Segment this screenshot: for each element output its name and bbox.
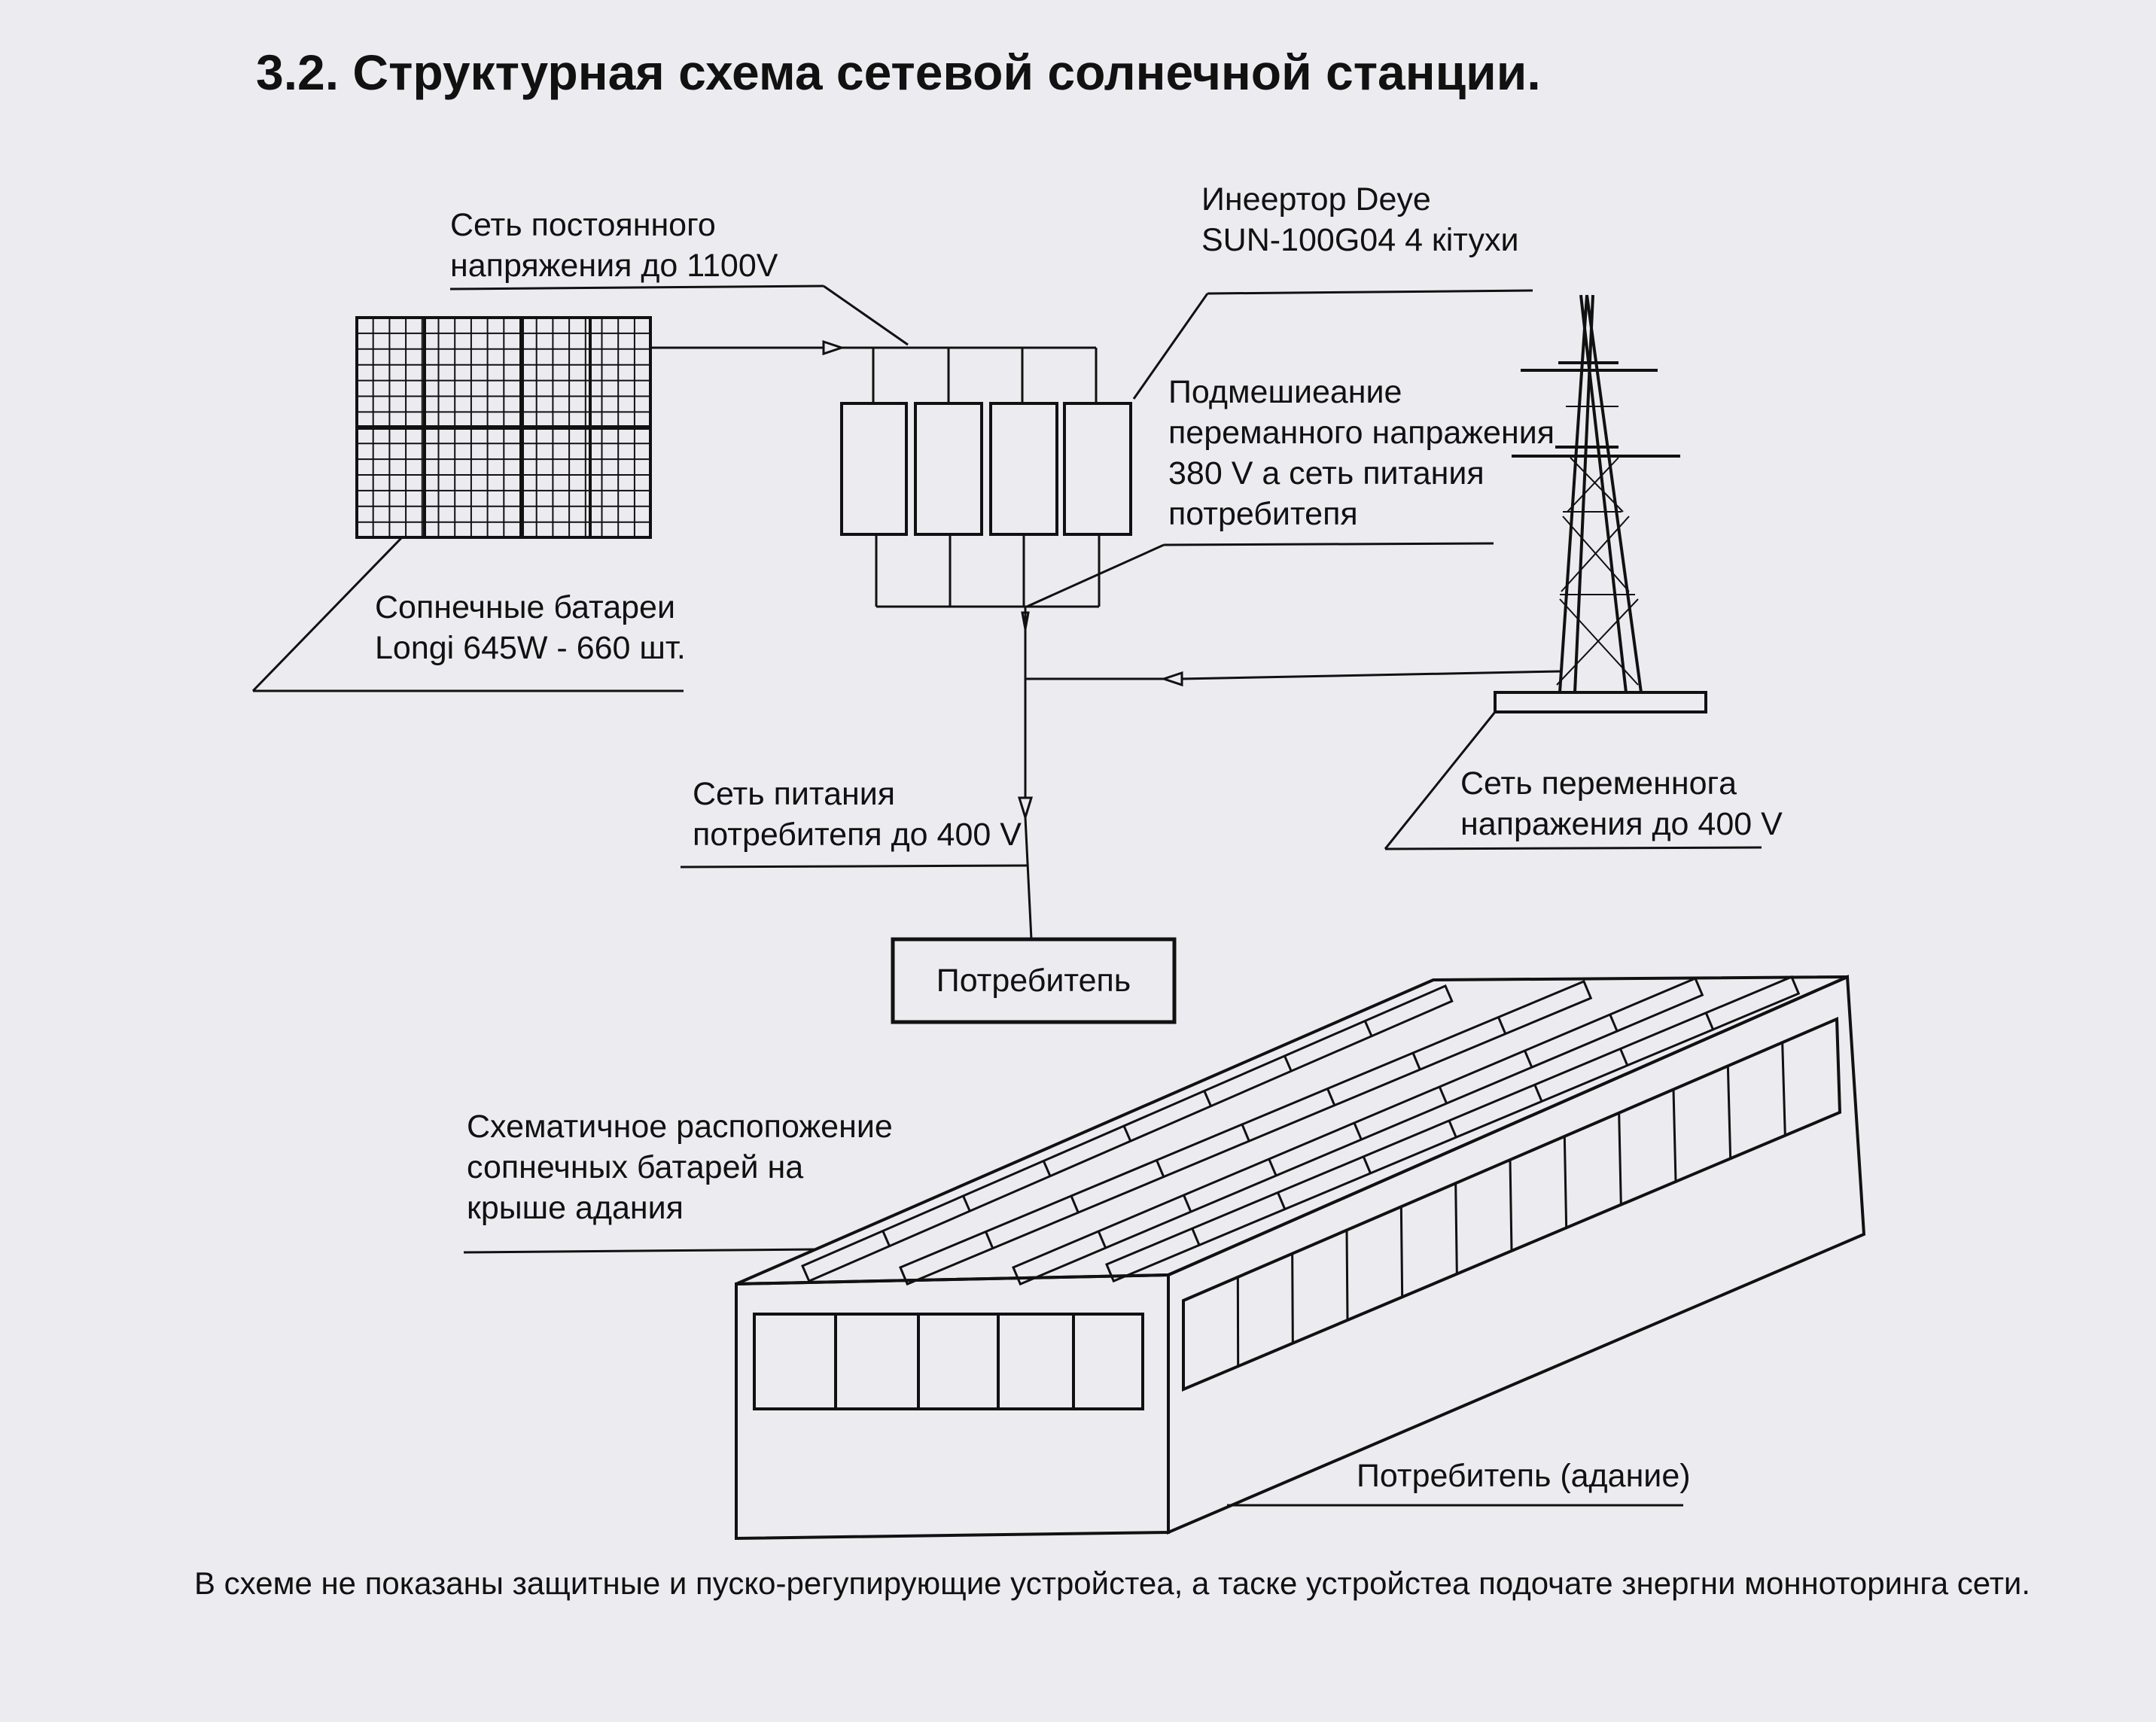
roof-panel-cell (1362, 1156, 1372, 1174)
solar-panel-array (355, 316, 652, 539)
roof-panel-cell (1448, 1120, 1457, 1138)
roof-panel-cell (1497, 1016, 1507, 1035)
roof-panel-cell (1411, 1052, 1421, 1070)
side-window-divider (1672, 1089, 1677, 1182)
roof-panel-cell (882, 1230, 891, 1247)
roof-panel-cell (1326, 1088, 1336, 1106)
roof-panel-cell (1203, 1090, 1212, 1107)
consumer-box: Потребитепь (936, 962, 1131, 999)
transmission-tower (1494, 294, 1707, 713)
label-roof-layout: Схематичное распопожение сопнечных батар… (467, 1109, 893, 1226)
side-window-divider (1345, 1230, 1349, 1321)
roof-panel-cell (1122, 1125, 1132, 1142)
consumer-box-frame (891, 937, 1177, 1024)
roof-panel-cell (1156, 1159, 1165, 1178)
label-solar-panels: Сопнечные батареи Longi 645W - 660 шт. (375, 589, 686, 666)
roof-panel-cell (1183, 1194, 1192, 1212)
roof-panel-cell (1533, 1084, 1543, 1102)
label-dc-network: Сеть постоянного напряжения до 1100V (450, 207, 778, 284)
roof-panel-cell (1363, 1020, 1373, 1037)
side-window-divider (1454, 1183, 1458, 1274)
ac-grid-line (1025, 670, 1561, 687)
roof-panel-cell (1353, 1122, 1363, 1140)
roof-panel-cell (1097, 1231, 1107, 1249)
roof-panel-cell (1438, 1086, 1448, 1104)
label-ac-connection: Подмешиеание переманного напражения 380 … (1168, 374, 1555, 532)
roof-panel-row (1105, 975, 1801, 1283)
roof-panel-cell (1609, 1014, 1619, 1032)
roof-panel-cell (1268, 1158, 1277, 1176)
footnote: В схеме не показаны защитные и пуско-рег… (194, 1565, 2031, 1601)
roof-panel-cell (962, 1195, 971, 1212)
dc-line (650, 339, 1098, 403)
roof-panel-cell (1284, 1055, 1293, 1072)
roof-panel-cell (985, 1231, 994, 1249)
inverter-group (840, 402, 1132, 940)
leader-lines (251, 284, 1762, 1507)
side-window-divider (1781, 1042, 1786, 1136)
roof-panel-cell (1277, 1191, 1287, 1210)
roof-panel-cell (1070, 1195, 1080, 1213)
side-window-divider (1618, 1112, 1622, 1205)
roof-panel-row (899, 980, 1593, 1286)
label-building: Потребитепь (адание) (1357, 1458, 1691, 1494)
side-window-divider (1563, 1136, 1568, 1228)
roof-panel-cell (1191, 1228, 1201, 1246)
roof-panel-cell (1241, 1124, 1250, 1142)
building (735, 975, 1866, 1541)
roof-panel-row (801, 984, 1454, 1283)
label-inverter: Инеертор Deye SUN-100G04 4 кітухи (1201, 181, 1519, 258)
side-window-divider (1509, 1159, 1513, 1252)
roof-panel-cell (1704, 1012, 1714, 1030)
label-consumer-network: Сеть питания потребитепя до 400 V (693, 776, 1022, 853)
side-window-divider (1726, 1066, 1732, 1159)
roof-panel-cell (1619, 1048, 1629, 1066)
page-title: 3.2. Структурная схема сетевой солнечной… (256, 44, 1541, 100)
roof-panel-row (1012, 977, 1704, 1286)
label-ac-grid: Сеть переменногa напражения до 400 V (1460, 765, 1783, 842)
roof-panel-cell (1042, 1160, 1052, 1177)
side-window-divider (1399, 1206, 1404, 1298)
roof-panel-cell (1524, 1050, 1533, 1068)
